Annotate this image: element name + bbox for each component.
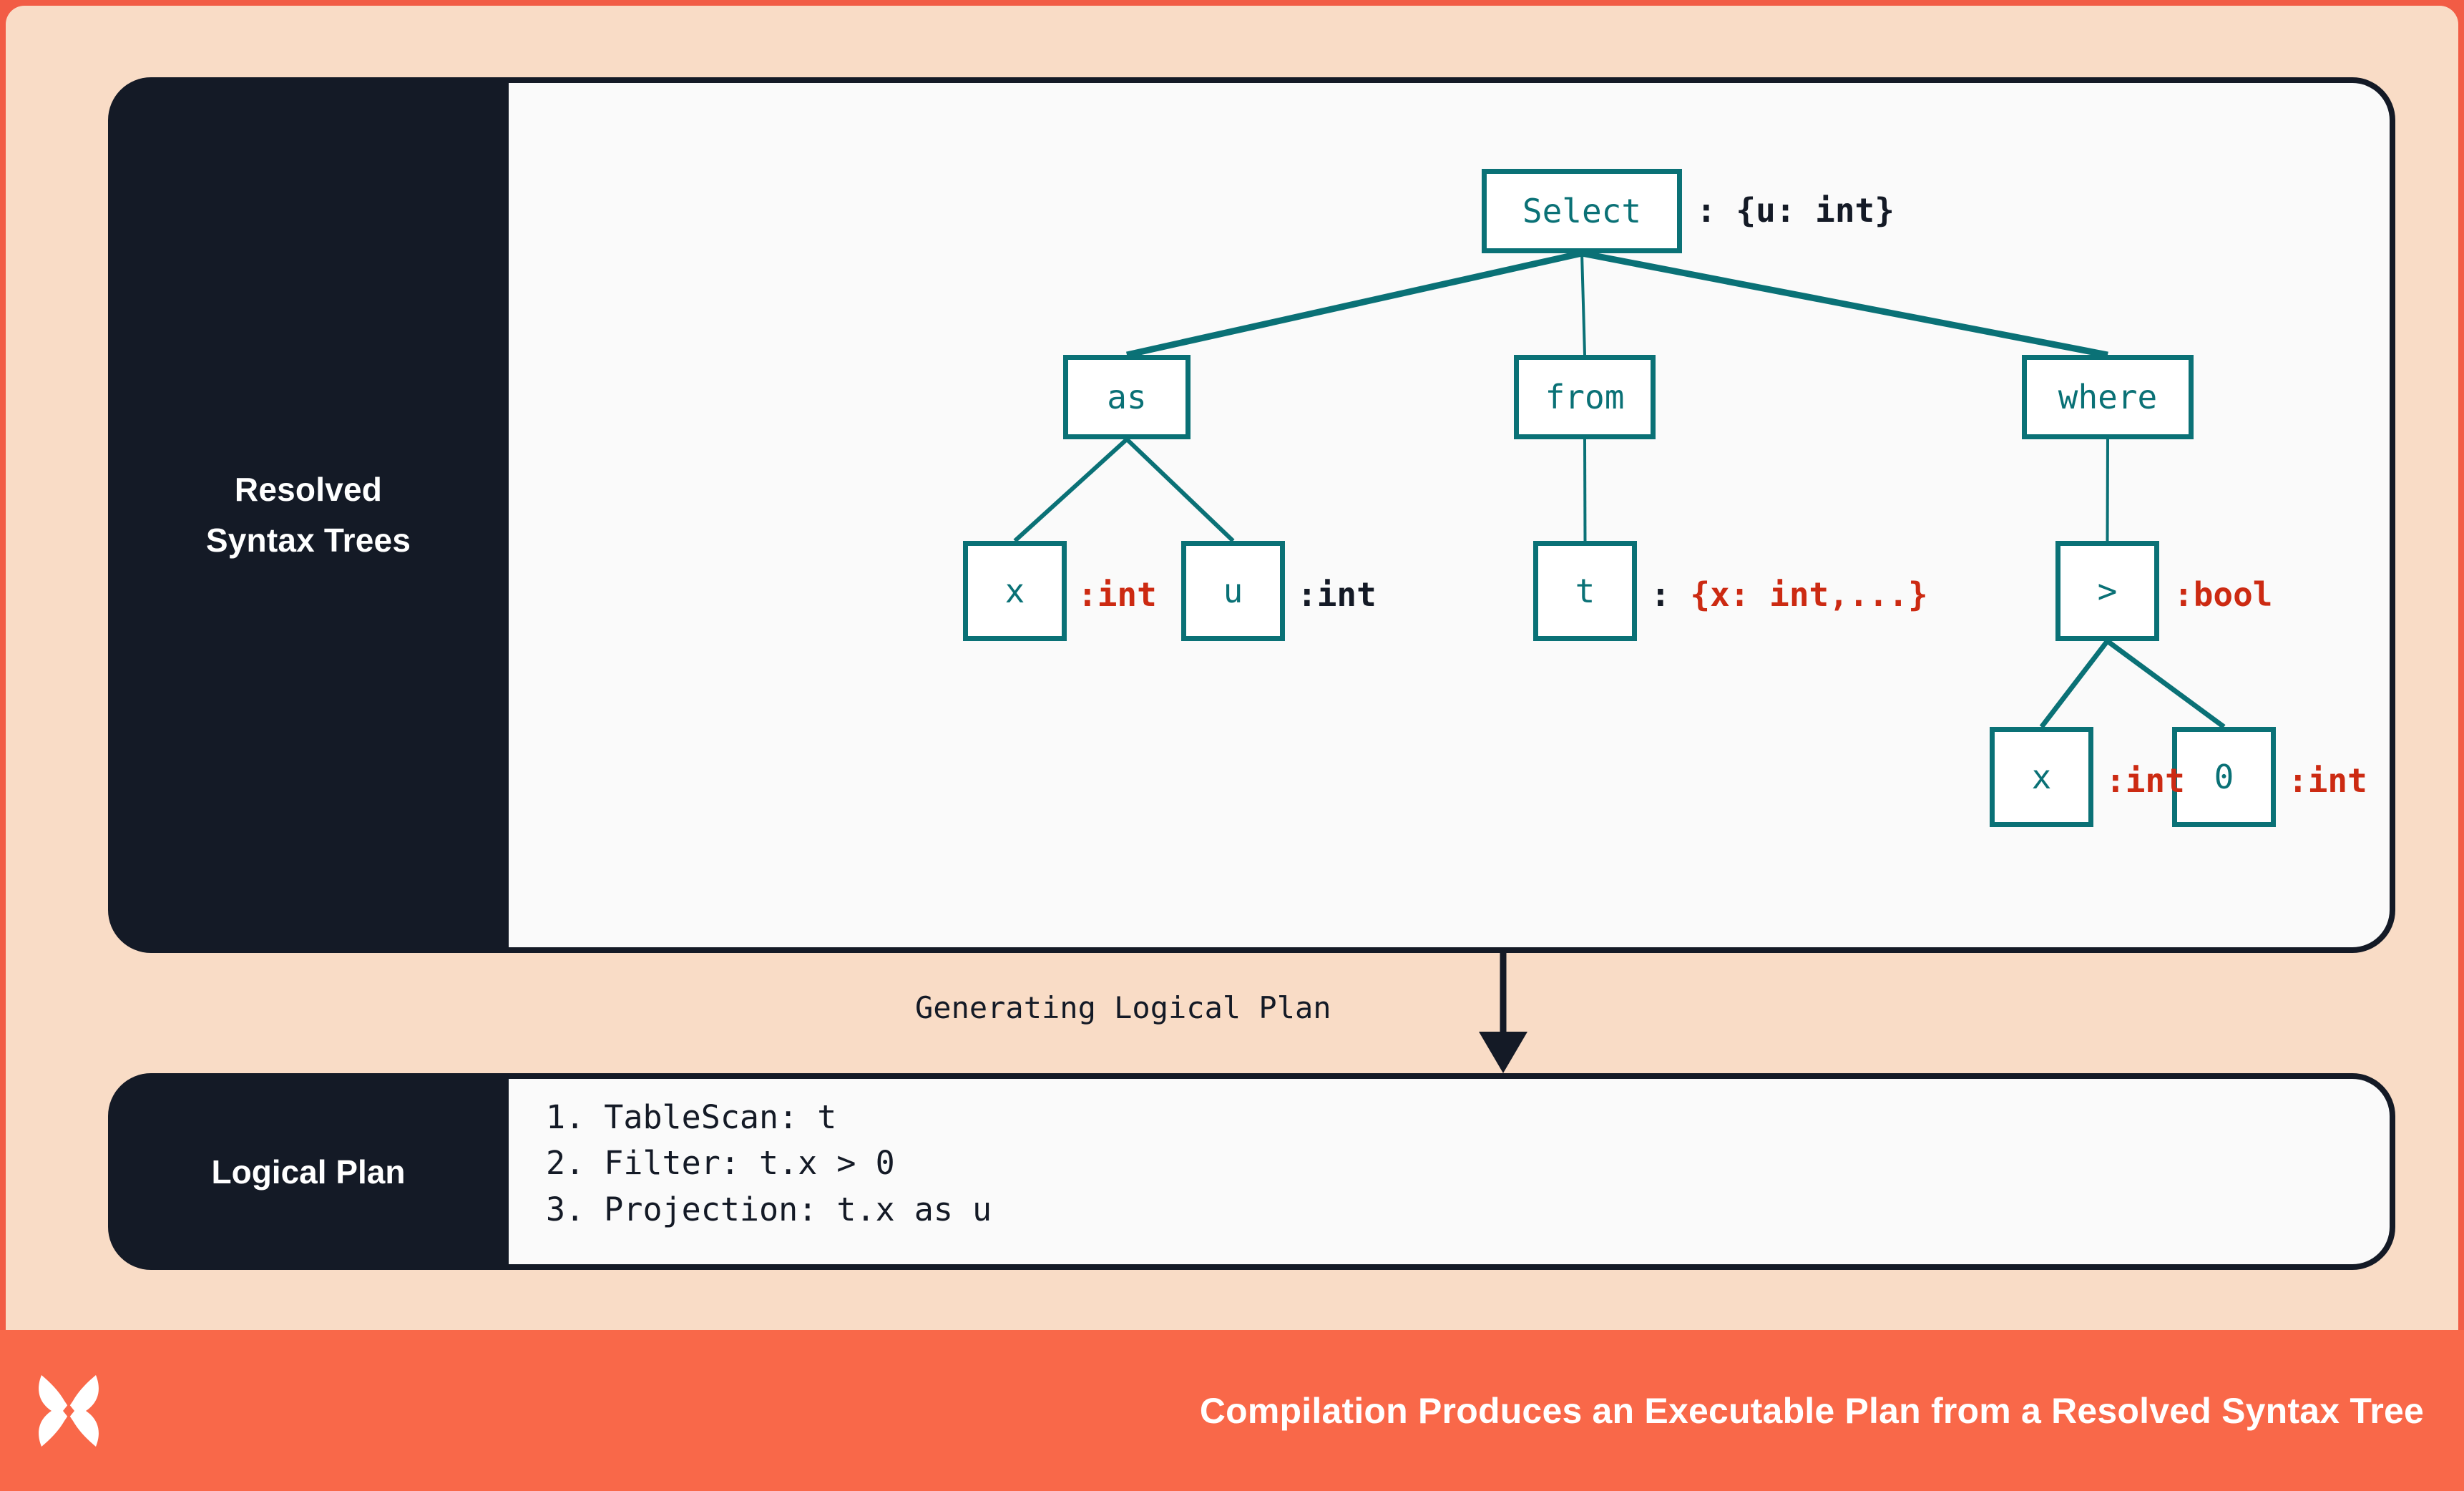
tree-node-as-u[interactable]: u (1181, 541, 1285, 641)
tree-edge-as-as-x (1013, 437, 1129, 543)
type-annotation-as-x: :int (1077, 578, 1157, 611)
logical-plan-step-3: 3. Projection: t.x as u (546, 1190, 992, 1228)
tree-edge-select-where (1581, 250, 2108, 358)
tree-edge-gt-gt-0 (2106, 639, 2226, 729)
tree-node-as-x[interactable]: x (963, 541, 1067, 641)
type-token: :int (2288, 761, 2367, 800)
tree-node-gt[interactable]: > (2055, 541, 2159, 641)
type-token: :bool (2174, 575, 2273, 614)
transition-band: Generating Logical Plan (108, 953, 2395, 1073)
type-annotation-select: : {u: int} (1696, 194, 1895, 227)
resolved-syntax-trees-card: Resolved Syntax Trees Select as from where x… (108, 77, 2395, 953)
footer-banner: Compilation Produces an Executable Plan … (0, 1330, 2464, 1491)
tree-edge-select-as (1126, 250, 1583, 358)
tree-edge-as-as-u (1125, 437, 1235, 543)
type-annotation-gt-0: :int (2288, 764, 2367, 797)
logical-plan-label: Logical Plan (211, 1153, 406, 1191)
tree-edge-select-from (1580, 253, 1586, 356)
type-token: :int (1077, 575, 1157, 614)
resolved-syntax-trees-label: Resolved Syntax Trees (108, 77, 509, 953)
type-annotation-as-u: :int (1297, 578, 1377, 611)
tree-node-from-t[interactable]: t (1533, 541, 1637, 641)
logical-plan-step-2: 2. Filter: t.x > 0 (546, 1144, 895, 1183)
tree-node-as[interactable]: as (1063, 355, 1191, 439)
content-canvas: Resolved Syntax Trees Select as from where x… (6, 6, 2458, 1330)
tree-node-select[interactable]: Select (1482, 169, 1682, 253)
tree-node-where[interactable]: where (2022, 355, 2194, 439)
type-annotation-gt-x: :int (2106, 764, 2185, 797)
type-token: {x: int,...} (1690, 575, 1928, 614)
down-arrow-icon (1479, 953, 1527, 1073)
type-annotation-from-t: : {x: int,...} (1651, 578, 1928, 611)
type-token: : {u: int} (1696, 191, 1895, 230)
rst-label-line1: Resolved (234, 470, 383, 508)
tree-edge-layer (1013, 250, 2226, 729)
tree-node-gt-0[interactable]: 0 (2172, 727, 2276, 827)
rst-label-line2: Syntax Trees (205, 522, 411, 559)
tree-node-gt-x[interactable]: x (1990, 727, 2093, 827)
logical-plan-step-1: 1. TableScan: t (546, 1098, 837, 1136)
type-token: : (1651, 575, 1691, 614)
logical-plan-steps: 1. TableScan: t 2. Filter: t.x > 0 3. Proj… (509, 1079, 2390, 1264)
butterfly-x-logo-icon (39, 1374, 99, 1447)
type-token: :int (2106, 761, 2185, 800)
footer-caption: Compilation Produces an Executable Plan … (1199, 1390, 2424, 1431)
transition-label: Generating Logical Plan (915, 990, 1331, 1025)
type-annotation-gt: :bool (2174, 578, 2272, 611)
type-token: :int (1297, 575, 1377, 614)
tree-edge-gt-gt-x (2039, 639, 2110, 729)
tree-node-from[interactable]: from (1514, 355, 1656, 439)
logical-plan-card: Logical Plan 1. TableScan: t 2. Filter: t… (108, 1073, 2395, 1270)
